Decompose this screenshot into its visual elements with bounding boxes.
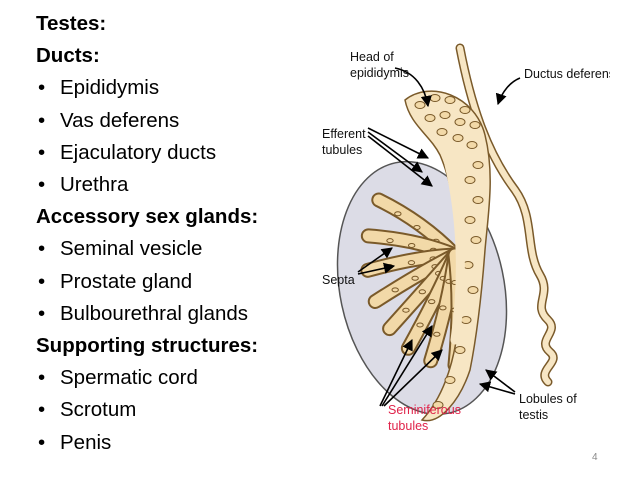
- outline-text: Ejaculatory ducts: [60, 140, 217, 164]
- bullet-glyph: •: [38, 173, 46, 197]
- epididymis-coil: [469, 121, 481, 129]
- label-epididymis: epididymis: [350, 66, 409, 80]
- label-efferent-tubules: tubules: [322, 143, 362, 157]
- outline-text: Vas deferens: [60, 108, 180, 132]
- outline-text: Ducts:: [36, 44, 100, 68]
- epididymis-coil: [414, 101, 426, 109]
- bullet-glyph: •: [38, 237, 46, 261]
- outline-bullet-item: • Urethra: [36, 169, 258, 201]
- outline-text: Seminal vesicle: [60, 237, 203, 261]
- tubule-loop: [391, 287, 399, 293]
- bullet-glyph: •: [38, 76, 46, 100]
- epididymis-coil: [454, 118, 466, 126]
- tubule-loop: [394, 211, 402, 217]
- epididymis-coil: [472, 196, 484, 204]
- label-lobules: Lobules of: [519, 392, 577, 406]
- outline-bullet-item: • Ejaculatory ducts: [36, 137, 258, 169]
- label-seminiferous-tubules: tubules: [388, 419, 428, 433]
- bullet-glyph: •: [38, 269, 46, 293]
- outline-heading: Supporting structures:: [36, 330, 258, 362]
- bullet-glyph: •: [38, 140, 46, 164]
- epididymis-coil: [452, 134, 464, 142]
- label-septa: Septa: [322, 273, 355, 287]
- outline-bullet-item: • Penis: [36, 427, 258, 459]
- bullet-glyph: •: [38, 398, 46, 422]
- outline-bullet-item: • Bulbourethral glands: [36, 298, 258, 330]
- outline-bullet-item: • Epididymis: [36, 72, 258, 104]
- outline-text: Testes:: [36, 12, 107, 35]
- slide-outline: Testes: Ducts: • Epididymis • Vas deferens • Ej…: [36, 8, 258, 459]
- slide-number: 4: [592, 452, 598, 463]
- tubule-loop: [416, 322, 424, 328]
- epididymis-coil: [444, 96, 456, 104]
- epididymis-coil: [424, 114, 436, 122]
- outline-text: Epididymis: [60, 76, 160, 100]
- tubule-loop: [418, 289, 427, 295]
- epididymis-coil: [436, 128, 448, 136]
- tubule-loop: [427, 299, 436, 305]
- epididymis-coil: [444, 376, 456, 384]
- outline-text: Accessory sex glands:: [36, 205, 259, 229]
- tubule-loop: [439, 305, 447, 311]
- outline-text: Urethra: [60, 173, 129, 197]
- epididymis-coil: [467, 286, 479, 294]
- bullet-glyph: •: [38, 430, 46, 454]
- outline-text: Bulbourethral glands: [60, 301, 249, 325]
- epididymis-coils: [414, 94, 484, 409]
- outline-text: Supporting structures:: [36, 334, 259, 358]
- testis-diagram: Head of epididymis Ductus deferens Effer…: [322, 43, 610, 433]
- outline-text: Prostate gland: [60, 269, 193, 293]
- outline-heading: Testes:: [36, 8, 258, 40]
- tubule-loop: [413, 225, 421, 230]
- outline-text: Scrotum: [60, 398, 137, 422]
- epididymis-coil: [459, 106, 471, 114]
- epididymis-coil: [464, 176, 476, 184]
- tubule-loop: [386, 238, 394, 244]
- tubule-loop: [402, 307, 410, 313]
- epididymis-coil: [466, 141, 478, 149]
- label-ductus-deferens: Ductus deferens: [524, 67, 610, 81]
- outline-bullet-item: • Seminal vesicle: [36, 233, 258, 265]
- bullet-glyph: •: [38, 108, 46, 132]
- outline-bullet-item: • Spermatic cord: [36, 362, 258, 394]
- tubule-loop: [433, 331, 441, 337]
- outline-bullet-item: • Vas deferens: [36, 105, 258, 137]
- bullet-glyph: •: [38, 301, 46, 325]
- outline-heading: Accessory sex glands:: [36, 201, 258, 233]
- outline-heading: Ducts:: [36, 40, 258, 72]
- tubule-loop: [407, 242, 416, 248]
- rete-testis: [443, 155, 465, 345]
- epididymis-coil: [439, 111, 451, 119]
- label-testis: testis: [519, 408, 548, 422]
- label-head-of: Head of: [350, 50, 394, 64]
- outline-text: Spermatic cord: [60, 366, 198, 390]
- epididymis-coil: [464, 216, 476, 224]
- outline-text: Penis: [60, 430, 112, 454]
- epididymis-coil: [460, 316, 472, 324]
- outline-bullet-item: • Prostate gland: [36, 266, 258, 298]
- label-seminiferous: Seminiferous: [388, 403, 461, 417]
- label-efferent: Efferent: [322, 127, 366, 141]
- epididymis-coil: [432, 401, 444, 409]
- bullet-glyph: •: [38, 366, 46, 390]
- tubule-loop: [411, 275, 419, 281]
- tubule-loop: [407, 260, 416, 266]
- epididymis-coil: [429, 94, 441, 102]
- epididymis-coil: [472, 161, 484, 169]
- label-arrows: [357, 67, 521, 407]
- epididymis-coil: [470, 236, 482, 244]
- epididymis-coil: [454, 346, 466, 354]
- outline-bullet-item: • Scrotum: [36, 394, 258, 426]
